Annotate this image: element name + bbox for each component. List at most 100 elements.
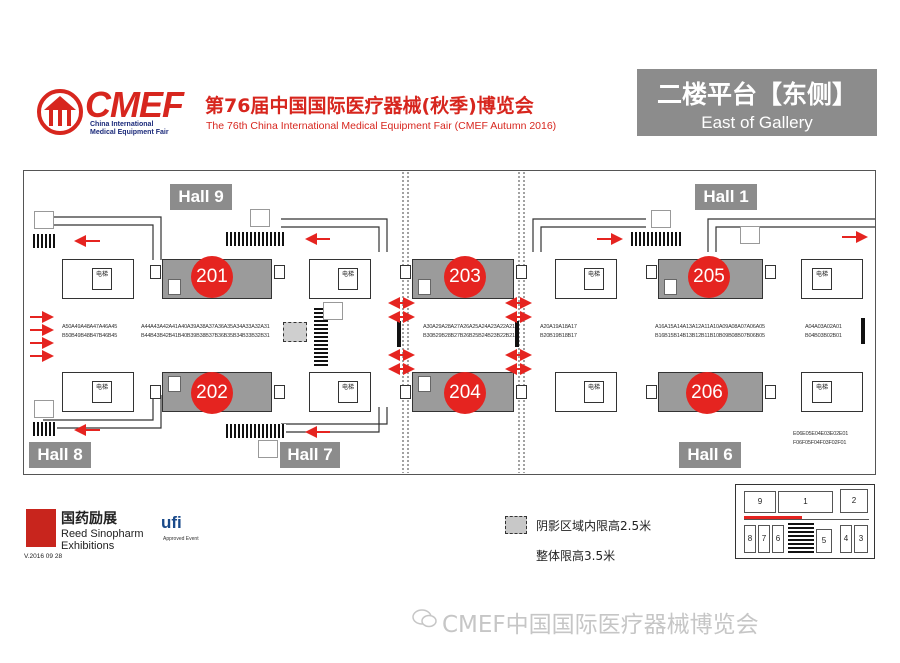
hall-6-label: Hall 6 [679,442,741,468]
restroom-icon [418,279,431,295]
barrier [515,321,519,347]
escalator [33,234,57,248]
elevator-label: 电梯 [587,271,600,278]
connector [646,385,657,399]
mini-hall-2: 2 [840,489,868,513]
elevator-label: 电梯 [95,271,108,278]
hub-205[interactable]: 205 [688,256,730,298]
barrier [861,318,865,344]
booth-row-f: F06F05F04F03F02F01 [793,440,847,446]
connector [274,385,285,399]
elevator-label: 电梯 [341,384,354,391]
ufi-logo: ufi [161,513,182,532]
connector [516,385,527,399]
booth-row: A04A03A02A01 B04B03B02B01 [805,323,842,341]
elevator-icon: 电梯 [584,268,604,290]
mini-hall-5: 5 [816,529,832,553]
booth-row-a: A44A43A42A41A40A39A38A37A36A35A34A33A32A… [141,324,270,330]
connector [150,265,161,279]
connector [765,385,776,399]
escalator [631,232,681,246]
booth-row-b: B30B29B28B27B26B25B24B23B22B21 [423,333,515,339]
connector [400,265,411,279]
elevator-block [801,259,863,299]
mini-hall-8: 8 [744,525,756,553]
connector [400,385,411,399]
hall-7-label: Hall 7 [280,442,340,468]
escalator-icon [258,440,278,458]
booth-row-a: A20A19A18A17 [540,324,577,330]
shaded-area-swatch [505,516,527,534]
elevator-label: 电梯 [587,384,600,391]
organizer-name-line: Exhibitions [61,540,115,552]
overall-height-note: 整体限高3.5米 [536,549,616,563]
barrier [397,321,401,347]
area-label-box: 二楼平台【东侧】 East of Gallery [637,69,877,136]
hub-206[interactable]: 206 [686,372,728,414]
hall-8-label: Hall 8 [29,442,91,468]
escalator [33,422,57,436]
cmef-logo-icon [37,89,83,135]
booth-row-b: B20B19B18B17 [540,333,577,339]
escalator-icon [250,209,270,227]
elevator-label: 电梯 [341,271,354,278]
hub-202[interactable]: 202 [191,372,233,414]
hub-201[interactable]: 201 [191,256,233,298]
elevator-icon: 电梯 [92,381,112,403]
booth-row-b: B04B03B02B01 [805,333,842,339]
connector [150,385,161,399]
booth-row: A44A43A42A41A40A39A38A37A36A35A34A33A32A… [141,323,270,341]
booth-row-b: B16B15B14B13B12B11B10B09B08B07B06B05 [655,333,765,339]
hub-203[interactable]: 203 [444,256,486,298]
restroom-icon [664,279,677,295]
restroom-icon [418,376,431,392]
area-title-cn: 二楼平台【东侧】 [656,80,857,109]
booth-row-a: A04A03A02A01 [805,324,842,330]
mini-hall-9: 9 [744,491,776,513]
connector [646,265,657,279]
elevator-icon: 电梯 [92,268,112,290]
mini-hall-1: 1 [778,491,833,513]
escalator-icon [651,210,671,228]
elevator-label: 电梯 [95,384,108,391]
booth-row: A30A29A28A27A26A25A24A23A22A21 B30B29B28… [423,323,515,341]
hub-204[interactable]: 204 [444,372,486,414]
elevator-icon: 电梯 [812,381,832,403]
organizer-name-line: Reed Sinopharm [61,528,144,540]
watermark-text: CMEF中国国际医疗器械博览会 [442,612,759,638]
escalator [226,424,286,438]
reed-sinopharm-logo-icon [26,509,56,547]
ufi-subtitle: Approved Event [163,536,199,542]
elevator-block [801,372,863,412]
wechat-icon [412,609,437,628]
booth-row-b: B44B43B42B41B40B39B38B37B36B35B34B33B32B… [141,333,270,339]
escalator-icon [34,400,54,418]
elevator-icon [740,226,760,244]
booth-row-a: A16A15A14A13A12A11A10A09A08A07A06A05 [655,324,765,330]
mini-hall-3: 3 [854,525,868,553]
logo-subtitle-line: Medical Equipment Fair [90,129,169,136]
shaded-area-note: 阴影区域内限高2.5米 [536,519,652,533]
connector [516,265,527,279]
booth-row-b: B50B49B48B47B46B45 [62,333,118,339]
logo-wordmark: CMEF [85,84,184,125]
elevator-icon: 电梯 [584,381,604,403]
area-title-en: East of Gallery [701,113,813,132]
elevator-icon: 电梯 [338,268,358,290]
escalator [314,306,328,366]
restroom-icon [168,376,181,392]
shaded-height-limit-area [283,322,307,342]
booth-row: A50A49A48A47A46A45 B50B49B48B47B46B45 [62,323,117,341]
mini-divider [744,519,869,520]
corridor-lines [43,172,875,473]
organizer-name-cn: 国药励展 [61,511,117,527]
booth-row-e: E06E05E04E03E02E01 [793,431,849,437]
you-are-here-marker [744,516,802,520]
elevator-icon: 电梯 [812,268,832,290]
page-title-en: The 76th China International Medical Equ… [206,120,557,132]
elevator-icon: 电梯 [338,381,358,403]
logo-subtitle: China International Medical Equipment Fa… [90,121,169,137]
page-title-cn: 第76届中国国际医疗器械(秋季)博览会 [205,95,534,117]
booth-row: E06E05E04E03E02E01 F06F05F04F03F02F01 [793,430,848,448]
